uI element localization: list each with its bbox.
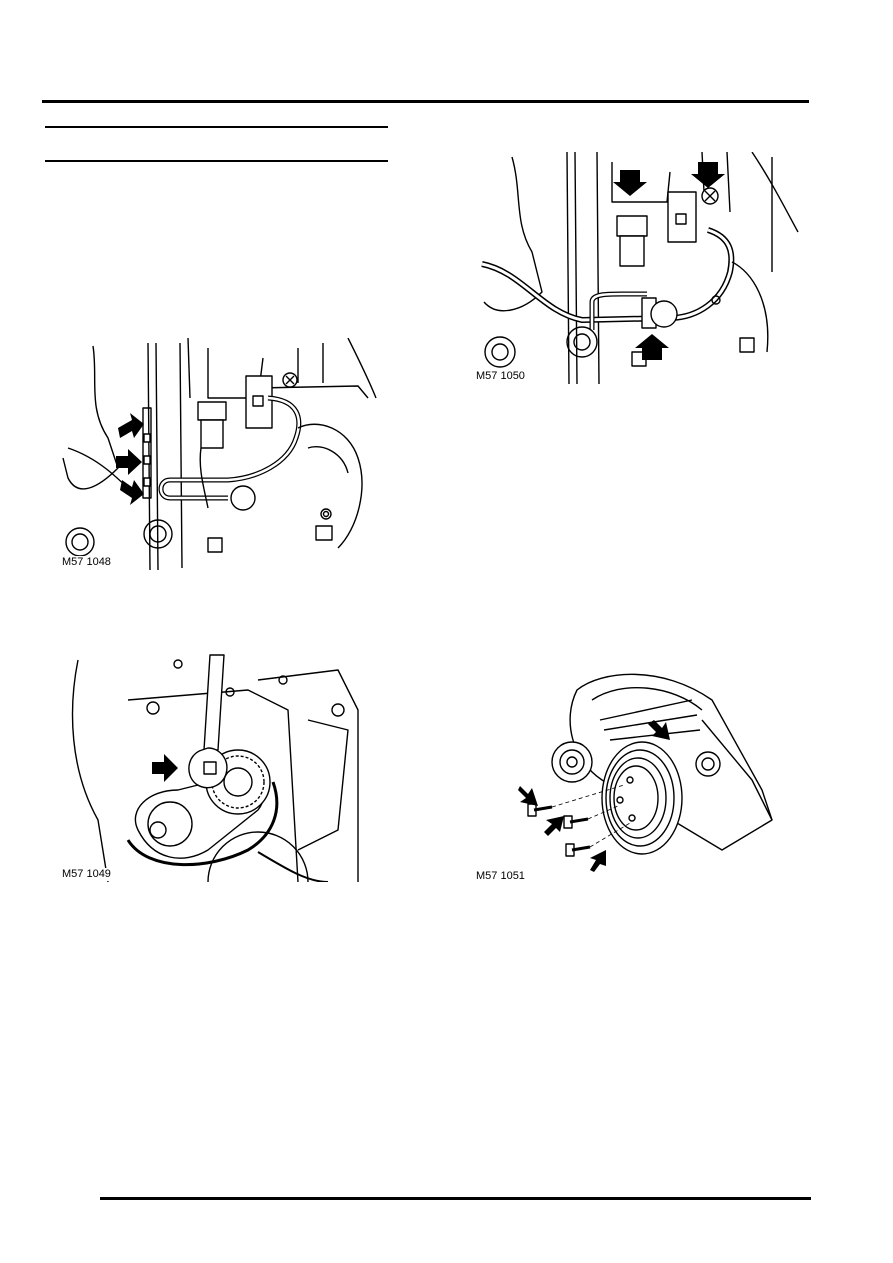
engine-pipe-illustration [62,338,377,570]
header-rule [42,100,809,103]
engine-pipe-clamp-illustration [481,152,799,384]
section-rule-top [45,126,388,128]
alternator-pulley-illustration [518,673,773,872]
belt-tensioner-illustration [71,654,359,882]
figure-m57-1050: M57 1050 [472,152,800,384]
figure-m57-1051: M57 1051 [472,660,800,884]
section-rule-bottom [45,160,388,162]
figure-caption: M57 1049 [60,868,113,881]
footer-rule [100,1197,811,1200]
figure-caption: M57 1051 [474,870,527,883]
figure-caption: M57 1048 [60,556,113,569]
figure-m57-1048: M57 1048 [58,338,378,570]
figure-caption: M57 1050 [474,370,527,383]
figure-m57-1049: M57 1049 [58,650,378,882]
